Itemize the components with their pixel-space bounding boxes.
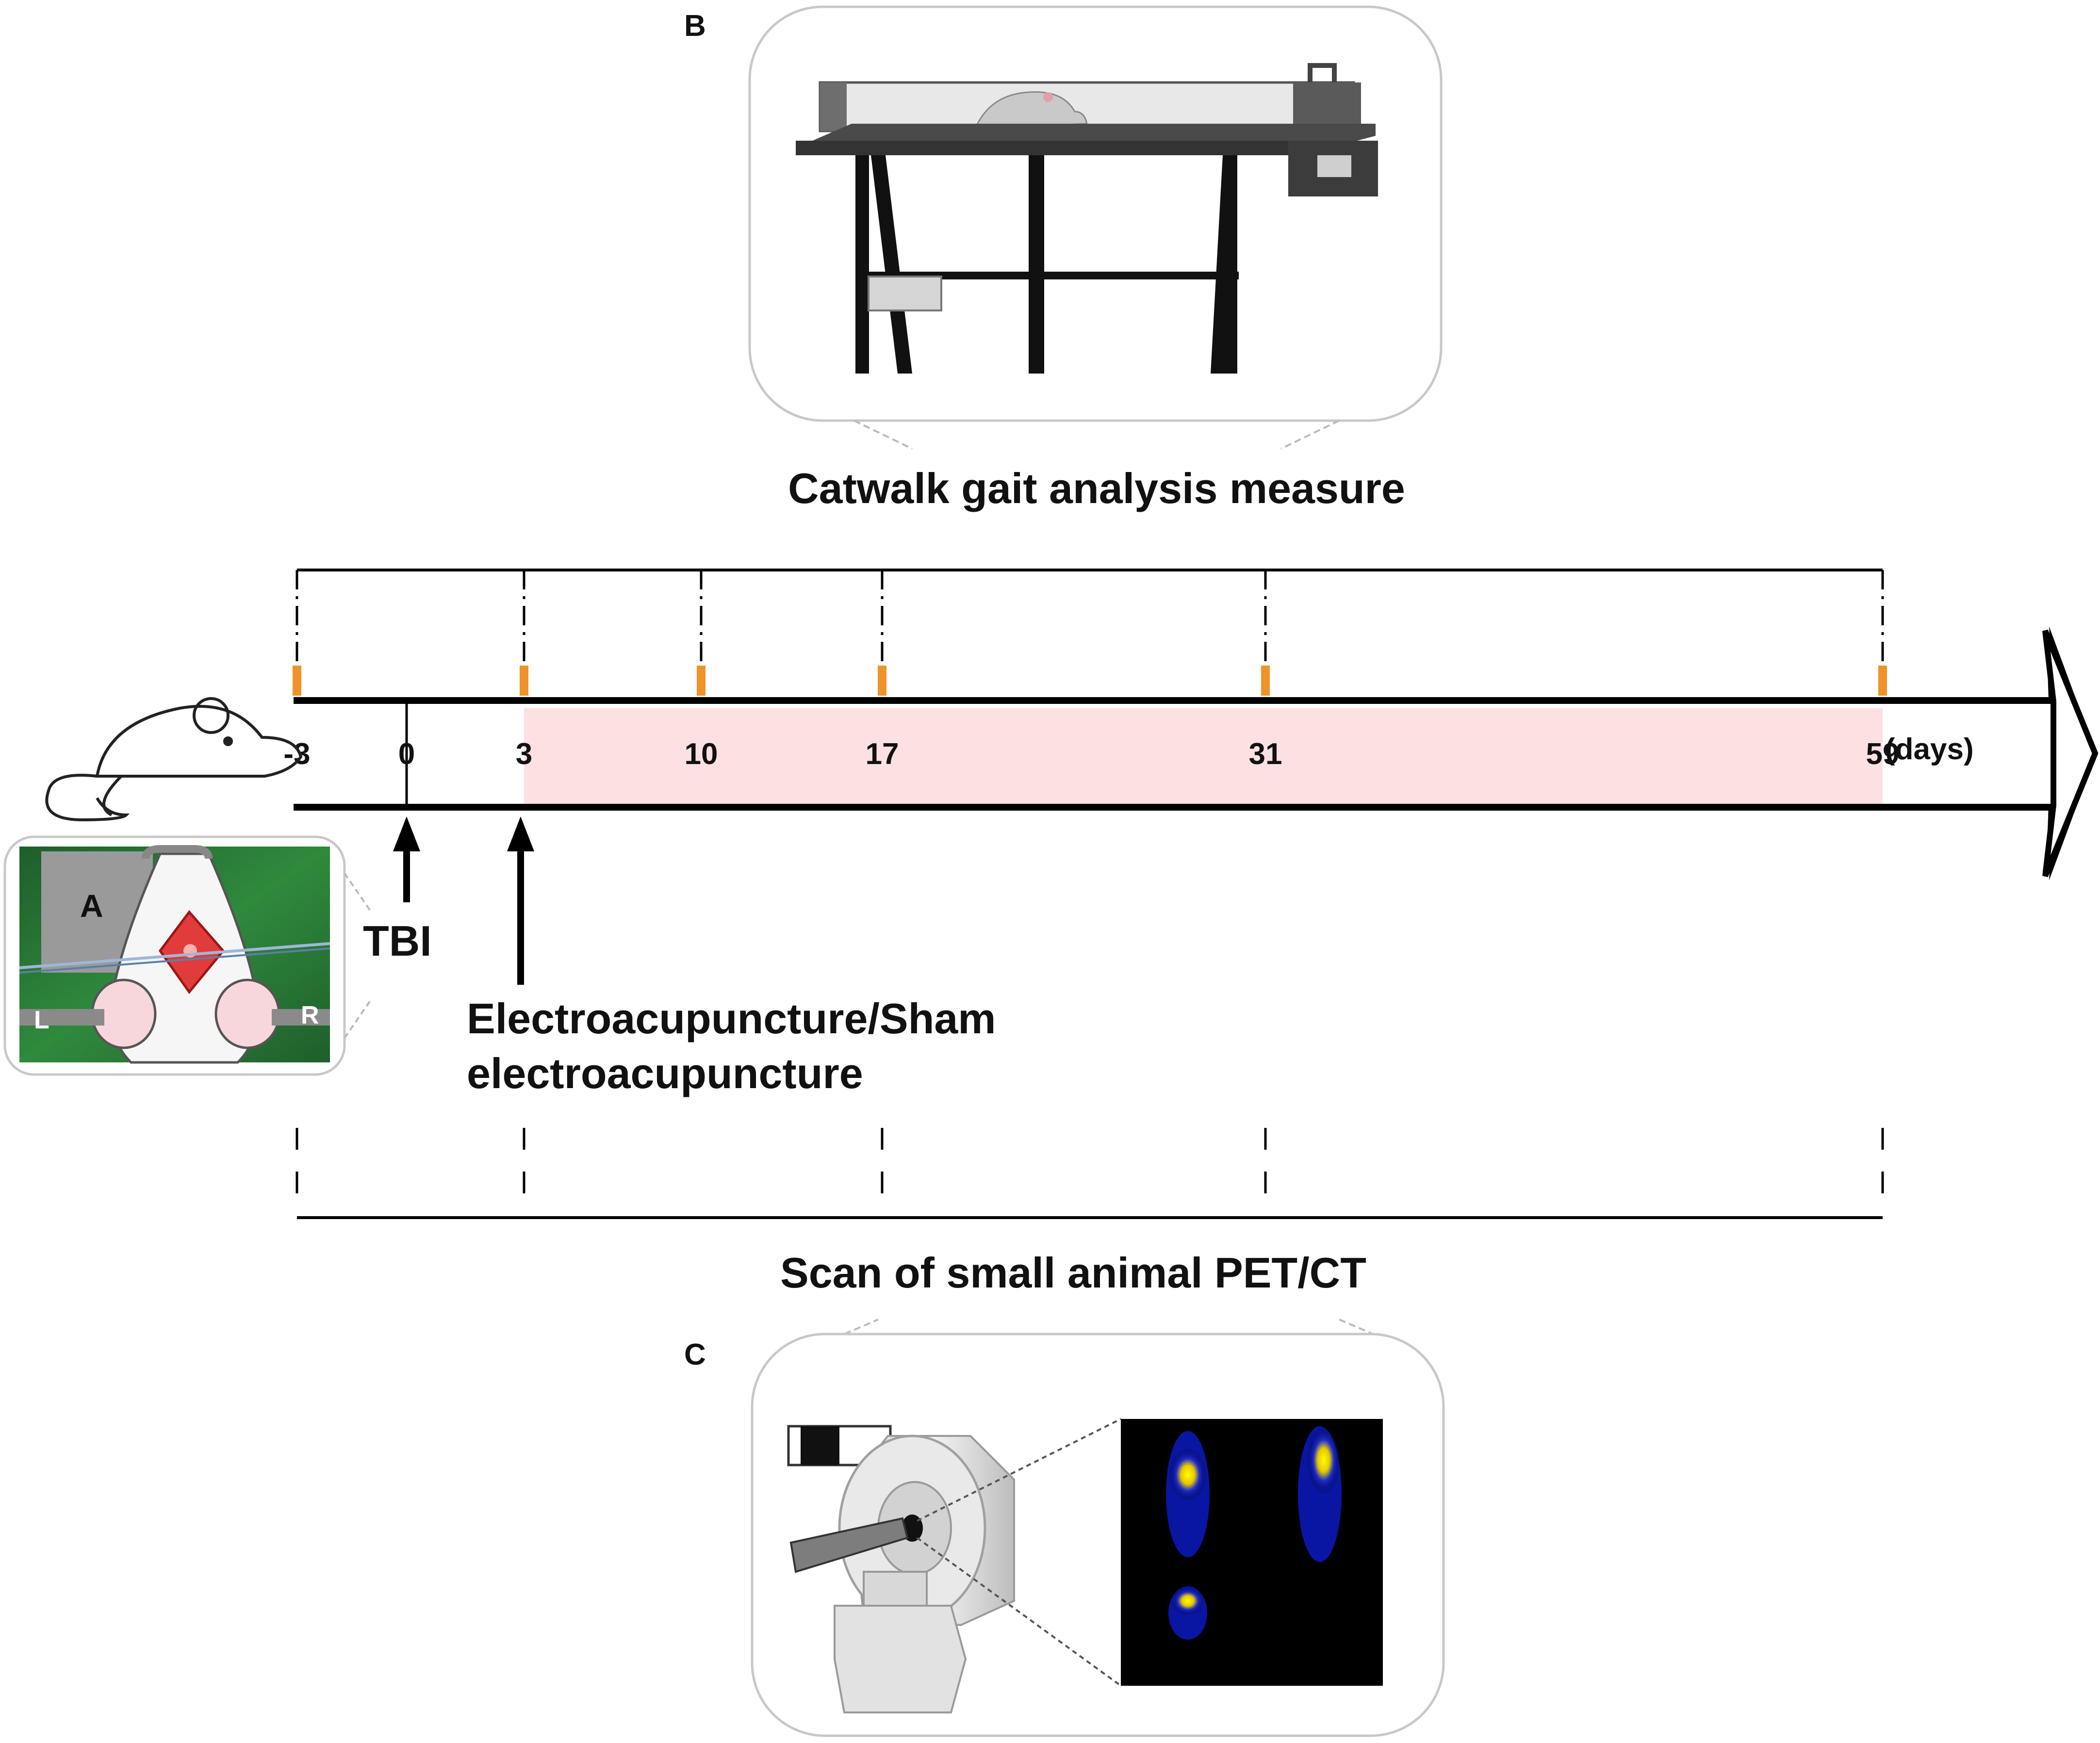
day-label: 59 bbox=[1866, 737, 1900, 771]
tbi-event: TBI bbox=[363, 816, 432, 965]
panel-c-letter: C bbox=[684, 1338, 706, 1371]
day-label: 31 bbox=[1249, 737, 1282, 771]
tbi-arrow-icon bbox=[393, 816, 420, 851]
surgery-illustration bbox=[19, 845, 330, 1064]
day-label: 17 bbox=[866, 737, 899, 771]
arrow-head bbox=[2042, 629, 2099, 878]
surgery-panel: A L R bbox=[3, 835, 372, 1076]
treatment-event: Electroacupuncture/Sham electroacupunctu… bbox=[467, 816, 996, 1097]
mouse-icon bbox=[45, 697, 303, 822]
catwalk-schedule-bracket bbox=[295, 569, 1884, 662]
petct-panel: Scan of small animal PET/CT C bbox=[684, 1249, 1445, 1737]
panel-b-letter: B bbox=[684, 9, 706, 43]
timeline-unit-label: (days) bbox=[1885, 733, 1974, 766]
catwalk-panel: B Catwalk gait analysis measure bbox=[684, 5, 1443, 512]
catwalk-tick-marker bbox=[697, 666, 705, 696]
day-label: 3 bbox=[516, 737, 532, 771]
catwalk-tick-marker bbox=[293, 666, 301, 696]
catwalk-tick-marker bbox=[520, 666, 528, 696]
day-label: 10 bbox=[685, 737, 718, 771]
right-mark: R bbox=[301, 1001, 319, 1029]
day-label: 0 bbox=[398, 737, 415, 771]
tbi-label: TBI bbox=[363, 917, 432, 965]
pet-scan-image bbox=[1121, 1419, 1383, 1686]
treatment-label-line2: electroacupuncture bbox=[467, 1049, 863, 1097]
left-mark: L bbox=[34, 1006, 49, 1034]
petct-caption: Scan of small animal PET/CT bbox=[780, 1249, 1366, 1297]
treatment-label-line1: Electroacupuncture/Sham bbox=[467, 994, 996, 1043]
catwalk-apparatus-icon bbox=[796, 63, 1378, 374]
panel-a-letter: A bbox=[80, 888, 103, 924]
catwalk-tick-marker bbox=[878, 666, 886, 696]
treatment-period-band bbox=[524, 708, 1883, 804]
catwalk-caption: Catwalk gait analysis measure bbox=[788, 464, 1405, 512]
catwalk-tick-marker bbox=[1878, 666, 1887, 696]
catwalk-tick-marker bbox=[1261, 666, 1270, 696]
timeline-ticks bbox=[293, 666, 1887, 804]
treatment-arrow-icon bbox=[507, 816, 534, 851]
petct-schedule-bracket bbox=[295, 1128, 1884, 1219]
pet-scanner-icon bbox=[787, 1425, 1015, 1713]
catwalk-frame bbox=[748, 5, 1443, 422]
